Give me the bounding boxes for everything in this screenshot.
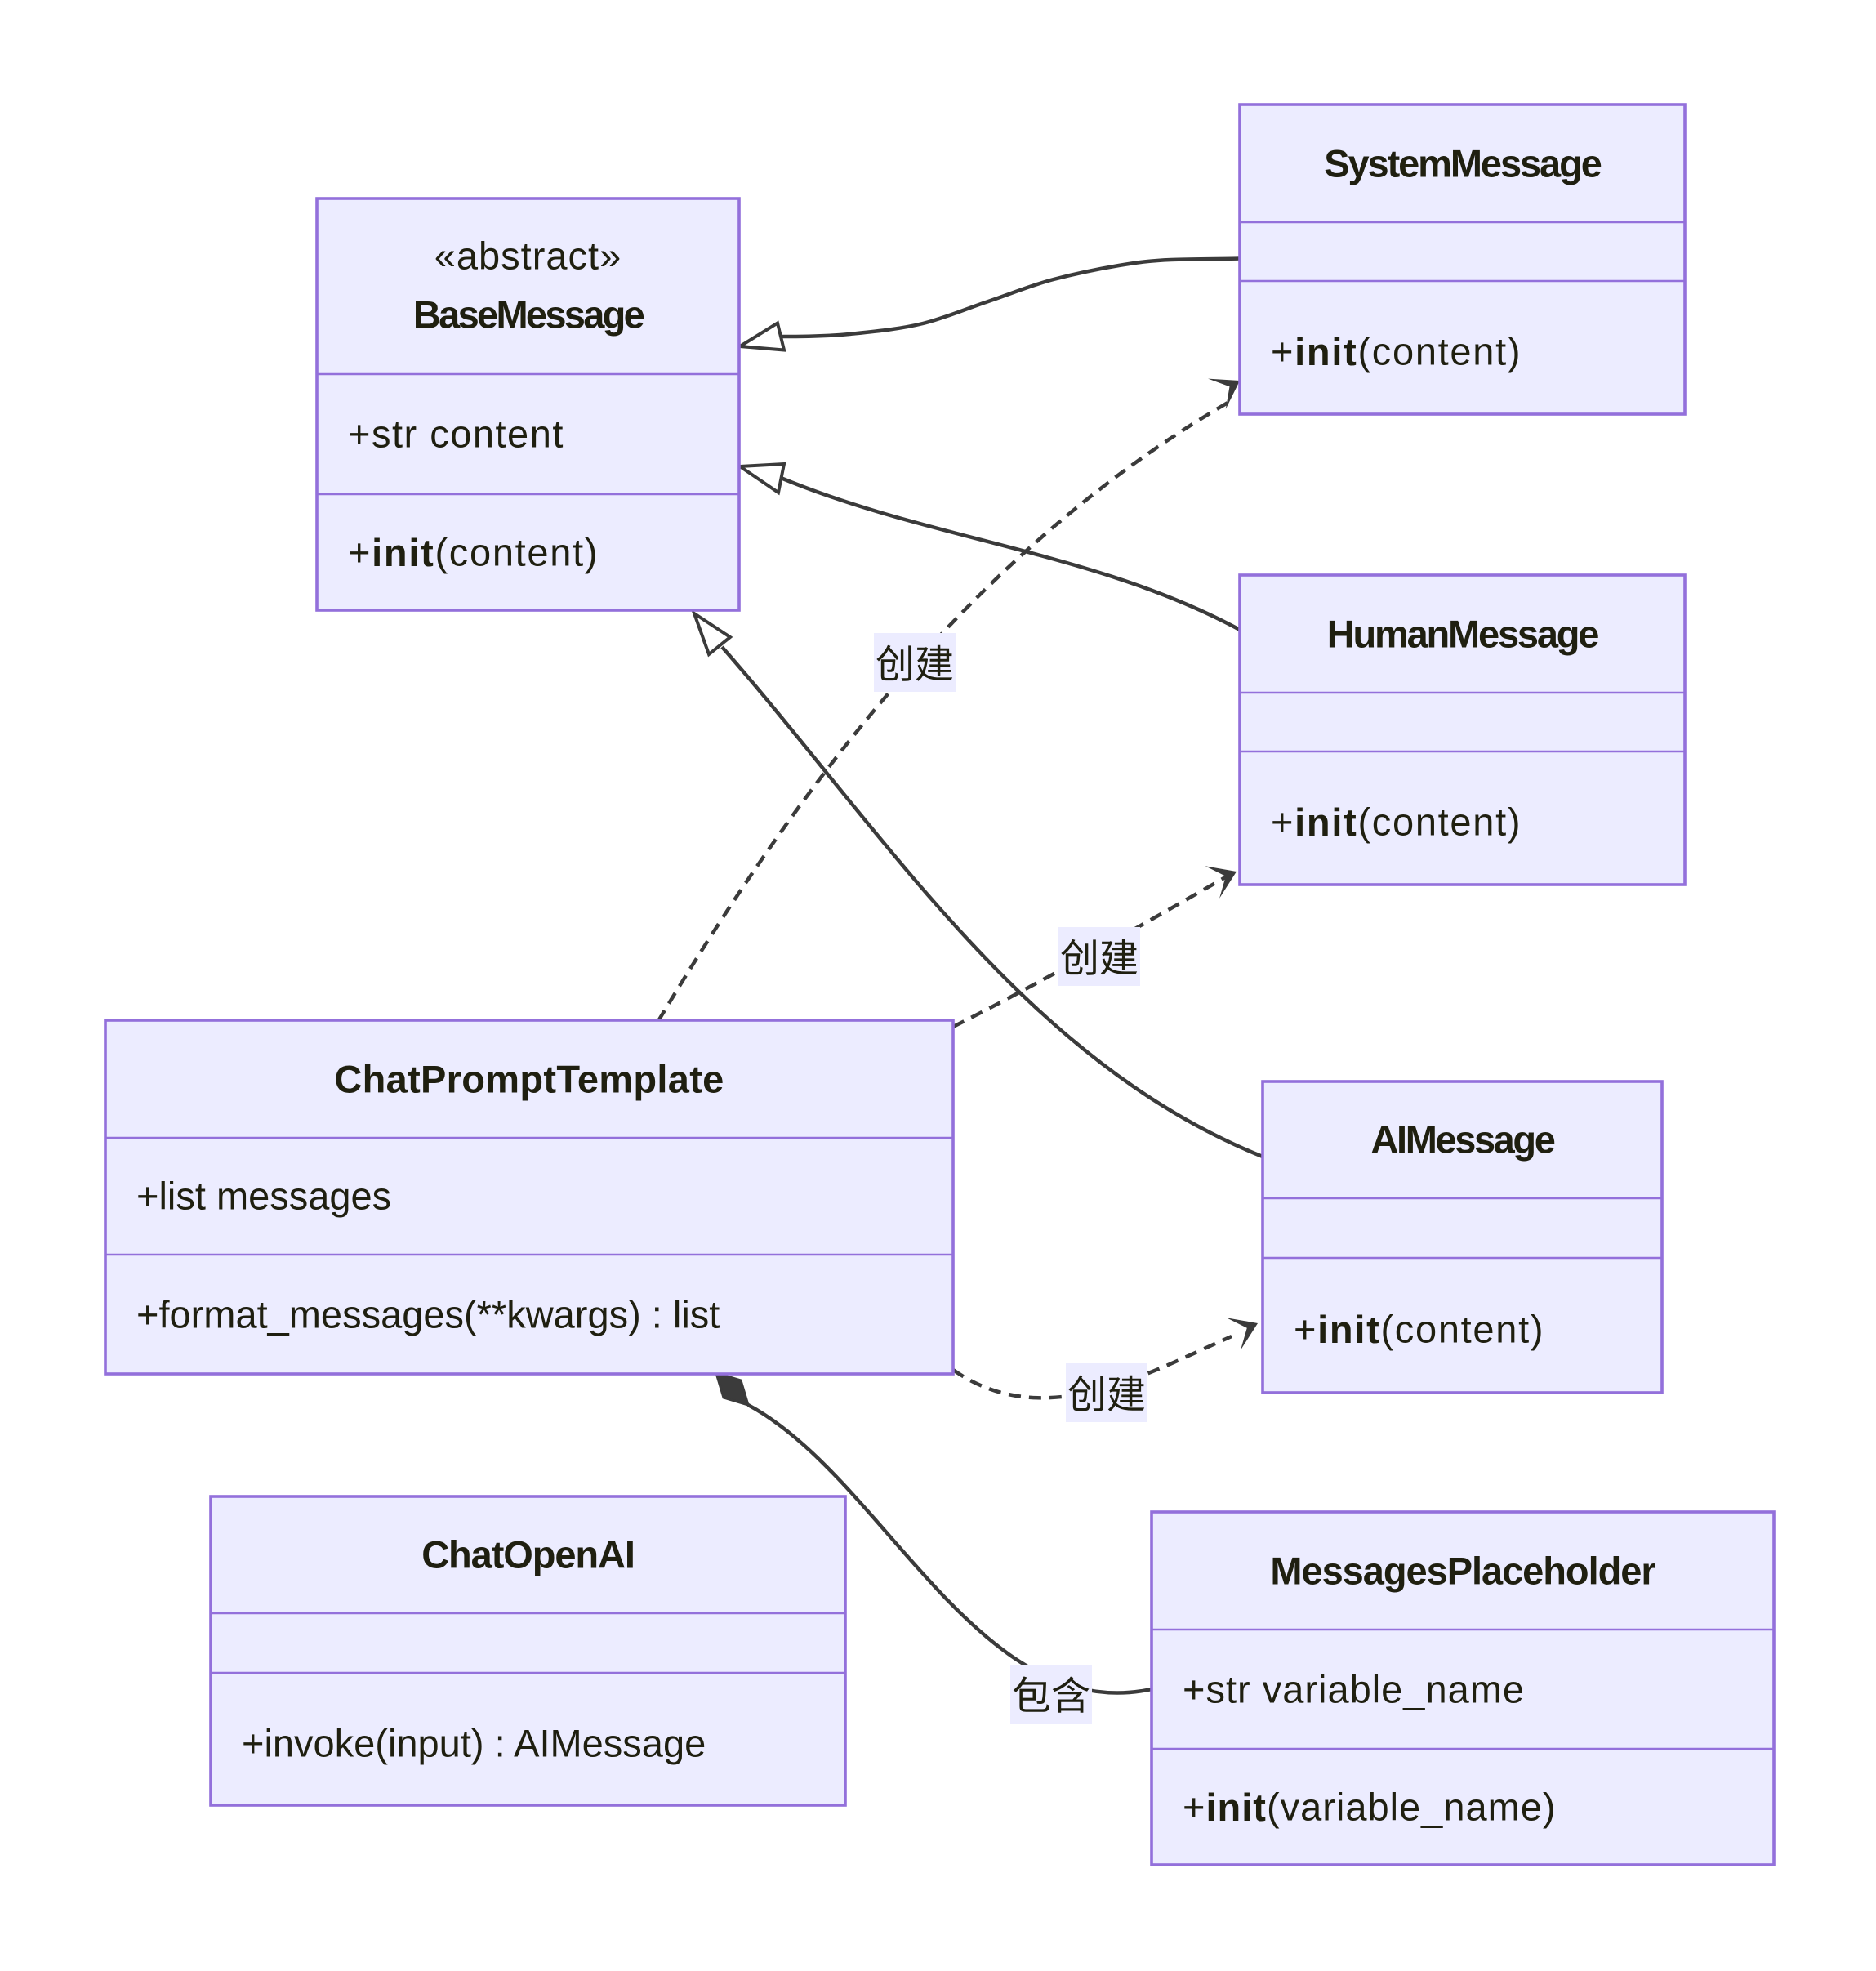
svg-text:+format_messages(**kwargs) : l: +format_messages(**kwargs) : list [136,1293,720,1336]
svg-text:+init(content): +init(content) [1294,1308,1544,1351]
svg-text:+invoke(input) : AIMessage: +invoke(input) : AIMessage [242,1722,706,1765]
svg-text:+init(content): +init(content) [1271,330,1522,373]
svg-text:+list messages: +list messages [136,1175,391,1218]
svg-text:ChatPromptTemplate: ChatPromptTemplate [334,1058,724,1101]
svg-text:+init(content): +init(content) [348,531,599,574]
svg-text:MessagesPlaceholder: MessagesPlaceholder [1270,1550,1655,1593]
svg-text:«abstract»: «abstract» [434,234,622,278]
svg-text:+str variable_name: +str variable_name [1183,1668,1525,1711]
svg-text:HumanMessage: HumanMessage [1327,613,1599,656]
svg-text:ChatOpenAI: ChatOpenAI [421,1533,635,1576]
svg-text:BaseMessage: BaseMessage [413,293,644,337]
svg-text:+init(content): +init(content) [1271,800,1522,844]
svg-text:+init(variable_name): +init(variable_name) [1183,1786,1557,1829]
svg-text:+str content: +str content [348,412,564,456]
svg-text:AIMessage: AIMessage [1371,1118,1555,1162]
svg-text:SystemMessage: SystemMessage [1324,142,1601,185]
